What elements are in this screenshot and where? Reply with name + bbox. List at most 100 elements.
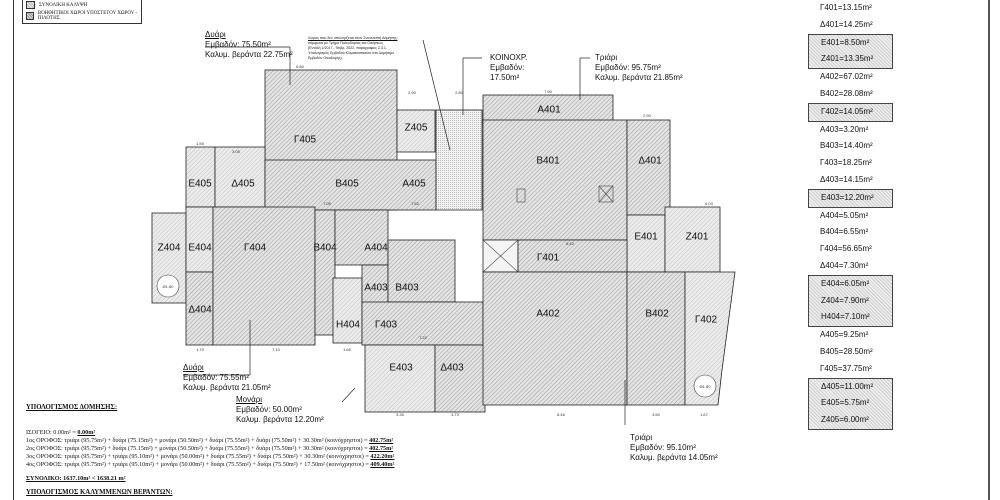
dimension-label: 2.90 — [643, 113, 652, 118]
room-d401 — [626, 119, 671, 216]
room-g401 — [517, 239, 628, 273]
room-e401 — [626, 214, 666, 273]
calc-text: ΙΣΟΓΕΙΟ: 0.00m² = — [26, 429, 78, 436]
calc-total: 409.40m² — [370, 461, 395, 468]
legend-label: ΒΟΗΘΗΤΙΚΟΙ ΧΩΡΟΙ ΥΠΟΣΤΕΓΟΥ ΧΩΡΟΥ - ΠΙΛΟΤ… — [37, 11, 138, 21]
room-b401 — [482, 119, 628, 241]
calc-total: 402.75m² — [369, 445, 394, 452]
dimension-label: 7.22 — [419, 335, 428, 340]
annotation-veranda: Καλυμ. βεράντα 14.05m² — [630, 453, 718, 462]
calc-text: 4ος ΟΡΟΦΟΣ: τριάρι (95.75m²) + τριάρι (9… — [26, 461, 371, 468]
dimension-label: 1.55 — [196, 141, 205, 146]
room-label: Δ403 — [440, 363, 464, 374]
note-line: (Εντολή 1/2017 - Φεβρ. 2022, παράγραφος … — [308, 46, 387, 50]
annotation-area: Εμβαδόν: 95.75m² — [595, 63, 661, 72]
room-g402 — [684, 271, 736, 406]
dimension-label: 3.50 — [652, 412, 661, 417]
annotation-veranda: Καλυμ. βεράντα 22.75m² — [205, 50, 293, 59]
calc-text: 1ος ΟΡΟΦΟΣ: τριάρι (95.75m²) + δυάρι (75… — [26, 437, 370, 444]
drawing-frame-right — [988, 0, 990, 500]
dimension-label: 2.80 — [455, 90, 464, 95]
dimension-label: 8.46 — [557, 412, 566, 417]
room-label: Z404 — [158, 243, 181, 254]
room-a402 — [482, 271, 628, 406]
room-g403 — [361, 301, 484, 346]
room-label: B401 — [536, 156, 560, 167]
dimension-label: 3.73 — [451, 412, 460, 417]
room-label: Δ404 — [188, 305, 212, 316]
note-line: Υπολογισμός Εμβαδού Κλιμακοστασίου στο Δ… — [308, 51, 395, 55]
room-label: A404 — [364, 243, 388, 254]
dimension-label: 7.10 — [272, 347, 281, 352]
area-list-item: Γ405=37.75m² — [820, 363, 872, 373]
dimension-label: 1.67 — [700, 412, 709, 417]
circle-column — [156, 274, 180, 298]
room-label: H404 — [336, 320, 360, 331]
area-group-box: E403=12.20m² — [808, 188, 893, 208]
room-label: B405 — [335, 179, 359, 190]
room-label: Γ405 — [294, 135, 317, 146]
room-label: E404 — [188, 243, 212, 254]
room-label: A403 — [364, 283, 388, 294]
area-list-item: Γ401=13.15m² — [820, 3, 872, 12]
annotation-area: Εμβαδόν: 75.55m² — [183, 373, 249, 382]
dimension-label: 6.80 — [296, 64, 305, 69]
room-label: A405 — [402, 179, 426, 190]
legend: ΣΥΝΟΛΙΚΗ ΚΑΛΥΨΗ ΒΟΗΘΗΤΙΚΟΙ ΧΩΡΟΙ ΥΠΟΣΤΕΓ… — [22, 0, 142, 24]
room-label: E405 — [188, 179, 212, 190]
room-b405 — [264, 159, 437, 211]
construction-calculation: ΥΠΟΛΟΓΙΣΜΟΣ ΔΟΜΗΣΗΣ: ΙΣΟΓΕΙΟ: 0.00m² = 0… — [26, 404, 394, 497]
area-list-item: Δ403=14.15m² — [820, 174, 873, 184]
room-label: Δ401 — [638, 156, 662, 167]
calc-floor: 4ος ΟΡΟΦΟΣ: τριάρι (95.75m²) + τριάρι (9… — [26, 461, 394, 469]
room-e405 — [185, 146, 216, 208]
annotation-duari-bottom: Δυάρι Εμβαδόν: 75.55m² Καλυμ. βεράντα 21… — [183, 363, 271, 393]
room-d405 — [214, 146, 266, 208]
hatch-swatch-icon — [26, 1, 35, 9]
room-label: E401 — [634, 232, 658, 243]
area-list-item: E403=12.20m² — [821, 192, 874, 202]
calc-total: 422.20m² — [370, 453, 395, 460]
calc-heading-verandas: ΥΠΟΛΟΓΙΣΜΟΣ ΚΑΛΥΜΜΕΝΩΝ ΒΕΡΑΝΤΩΝ: — [26, 489, 173, 496]
dimension-label: 7.90 — [544, 89, 553, 94]
annotation-veranda: Καλυμ. βεράντα 21.05m² — [183, 383, 271, 392]
annotation-area: Εμβαδόν: 50.00m² — [236, 405, 302, 414]
calc-text: 2ος ΟΡΟΦΟΣ: τριάρι (95.75m²) + δυάρι (75… — [26, 445, 370, 452]
circle-label: Ø1.80 — [700, 384, 712, 389]
calc-total: 0.00m² — [77, 429, 96, 436]
room-label: Γ401 — [537, 253, 560, 264]
calc-floor: 2ος ΟΡΟΦΟΣ: τριάρι (95.75m²) + δυάρι (75… — [26, 445, 394, 453]
room-label: A402 — [536, 309, 560, 320]
area-list-item: E405=5.75m² — [821, 398, 870, 408]
area-list-item: Z405=6.00m² — [821, 415, 869, 425]
room-d403 — [434, 344, 486, 413]
room-h404 — [332, 277, 363, 344]
area-list-item: A403=3.20m² — [820, 124, 869, 134]
room-label: B403 — [395, 283, 419, 294]
area-list-item: B402=28.08m² — [820, 88, 873, 98]
area-list-item: A405=9.25m² — [820, 330, 869, 340]
area-list-item: A402=67.02m² — [820, 72, 873, 82]
room-e403 — [364, 344, 436, 413]
room-b404 — [314, 209, 336, 336]
dimension-label: 6.03 — [705, 201, 714, 206]
room-a404 — [334, 209, 389, 266]
circle-column — [693, 374, 717, 398]
legend-item: ΒΟΗΘΗΤΙΚΟΙ ΧΩΡΟΙ ΥΠΟΣΤΕΓΟΥ ΧΩΡΟΥ - ΠΙΛΟΤ… — [26, 11, 138, 21]
room-label: E403 — [389, 363, 413, 374]
calc-total: 402.75m² — [369, 437, 394, 444]
area-list-item: Γ403=18.25m² — [820, 158, 872, 168]
hatch-swatch-icon — [26, 12, 34, 20]
dimension-label: 7.05 — [323, 201, 332, 206]
area-list-item: H404=7.10m² — [821, 312, 870, 322]
room-label: Δ405 — [231, 179, 255, 190]
room-e404 — [185, 206, 214, 273]
room-label: Γ404 — [244, 243, 267, 254]
dimension-labels: 6.80 2.90 2.80 7.90 2.90 6.03 1.55 3.05 … — [196, 64, 714, 417]
calc-summary: ΣΥΝΟΛΙΚΟ: 1637.10m² < 1638.21 m² — [26, 475, 126, 482]
legend-item: ΣΥΝΟΛΙΚΗ ΚΑΛΥΨΗ — [26, 1, 138, 9]
annotation-veranda: Καλυμ. βεράντα 12.20m² — [236, 415, 324, 424]
note-title: Χώρος που δεν υπολογίζεται στον Συντελεσ… — [308, 36, 398, 40]
